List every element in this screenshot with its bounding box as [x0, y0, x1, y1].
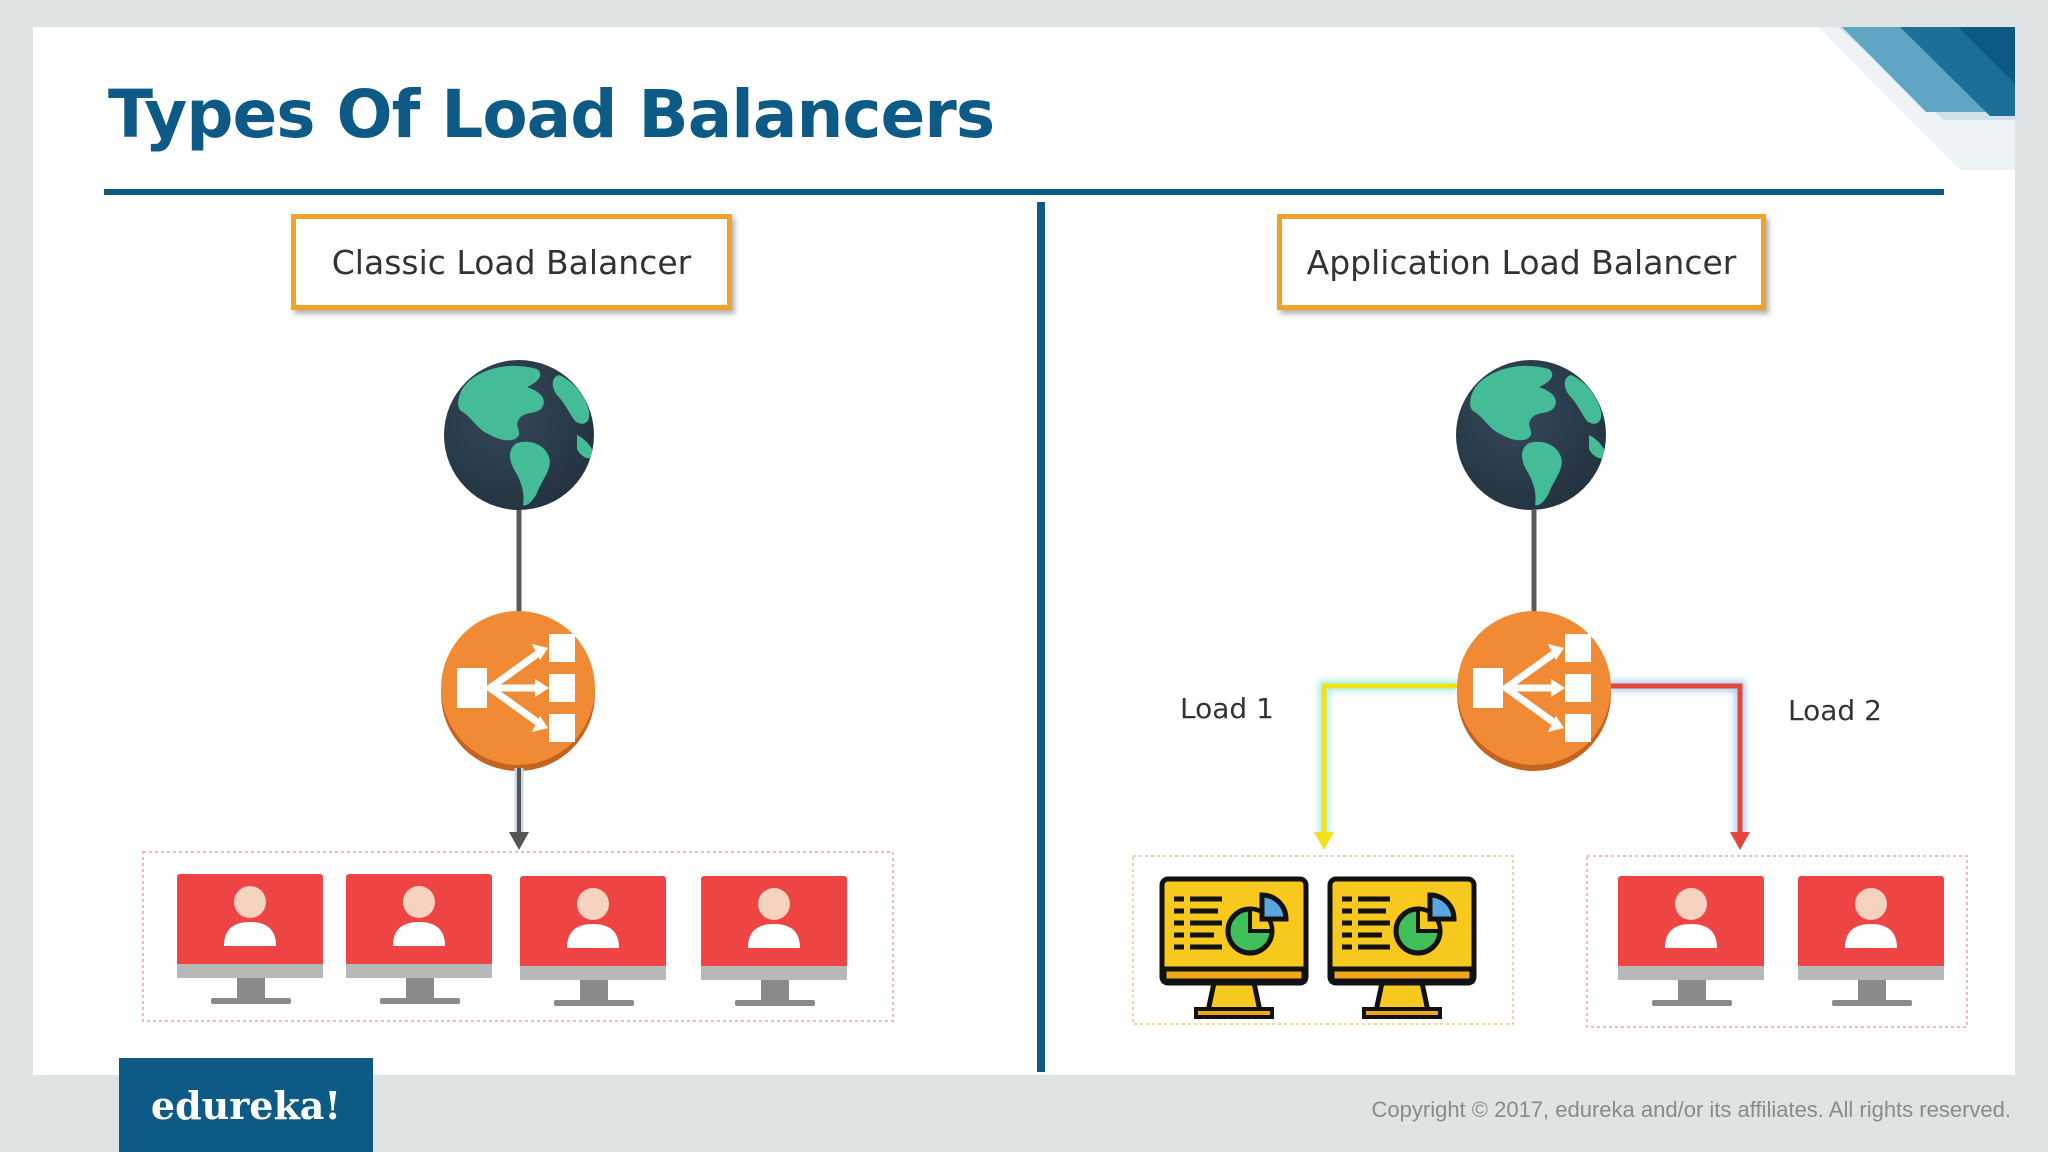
- application-load-balancer-label: Application Load Balancer: [1306, 242, 1737, 282]
- dashboard-monitor-icon: [1162, 879, 1306, 1017]
- section-divider: [1037, 202, 1045, 1072]
- user-monitor-icon: [177, 874, 323, 1004]
- load-2-label: Load 2: [1788, 694, 1882, 727]
- load-2-path-glow: [1608, 680, 1746, 838]
- copyright-notice: Copyright © 2017, edureka and/or its aff…: [1371, 1097, 2011, 1122]
- brand-name: edureka!: [150, 1082, 342, 1128]
- user-monitor-icon: [346, 874, 492, 1004]
- user-monitor-icon: [1798, 876, 1944, 1006]
- globe-icon: [444, 360, 595, 510]
- dashboard-monitor-icon: [1330, 879, 1474, 1017]
- application-client-group: [1586, 855, 1968, 1028]
- application-diagram: [1132, 360, 1968, 1028]
- classic-arrow-head: [509, 832, 529, 850]
- title-underline: [104, 189, 1944, 195]
- load-balancer-icon: [441, 611, 595, 771]
- globe-icon: [1456, 360, 1607, 510]
- slide-title: Types Of Load Balancers: [108, 76, 995, 153]
- application-load-balancer-box: Application Load Balancer: [1277, 214, 1766, 310]
- load-1-arrow-head: [1314, 832, 1334, 850]
- load-2-arrow-head: [1730, 832, 1750, 850]
- application-server-group: [1132, 855, 1514, 1025]
- load-1-path-glow: [1318, 680, 1458, 838]
- user-monitor-icon: [701, 876, 847, 1006]
- load-1-path: [1321, 683, 1458, 836]
- load-2-path: [1608, 683, 1743, 836]
- load-balancer-icon: [1457, 611, 1611, 771]
- classic-load-balancer-label: Classic Load Balancer: [331, 242, 692, 282]
- classic-client-group: [142, 851, 894, 1022]
- load-1-label: Load 1: [1180, 692, 1274, 725]
- user-monitor-icon: [1618, 876, 1764, 1006]
- edureka-logo: edureka!: [119, 1058, 373, 1152]
- user-monitor-icon: [520, 876, 666, 1006]
- classic-load-balancer-box: Classic Load Balancer: [291, 214, 732, 310]
- classic-diagram: [142, 360, 894, 1022]
